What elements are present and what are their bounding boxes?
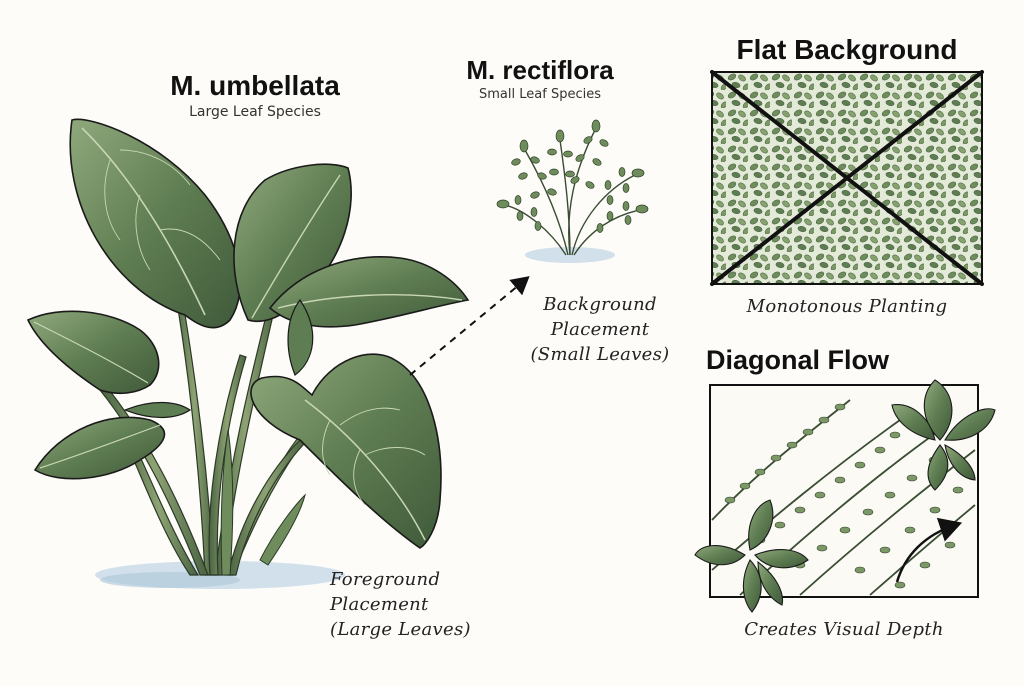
flat-background-title: Flat Background <box>736 34 958 65</box>
flat-background-caption: Monotonous Planting <box>746 296 948 317</box>
large-leaf-plant <box>26 118 470 589</box>
flat-background-panel <box>710 70 984 286</box>
foreground-placement-line1: Foreground Placement <box>330 569 441 615</box>
diagonal-flow-panel <box>694 379 996 613</box>
diagonal-flow-caption: Creates Visual Depth <box>744 619 944 640</box>
background-placement-line1: Background <box>543 294 657 315</box>
diagonal-flow-title: Diagonal Flow <box>706 345 890 375</box>
small-species-name: M. rectiflora <box>466 55 614 85</box>
background-placement-line3: (Small Leaves) <box>530 344 670 365</box>
depth-arrow-icon <box>895 517 963 583</box>
large-species-subtitle: Large Leaf Species <box>189 104 321 120</box>
foreground-placement-line2: (Large Leaves) <box>330 619 471 640</box>
background-placement-line2: Placement <box>550 319 650 340</box>
background-placement-label: Background Placement (Small Leaves) <box>520 292 680 367</box>
small-leaf-plant <box>496 119 649 263</box>
small-species-subtitle: Small Leaf Species <box>479 87 601 102</box>
foreground-placement-label: Foreground Placement (Large Leaves) <box>330 567 540 642</box>
large-species-name: M. umbellata <box>170 70 340 101</box>
